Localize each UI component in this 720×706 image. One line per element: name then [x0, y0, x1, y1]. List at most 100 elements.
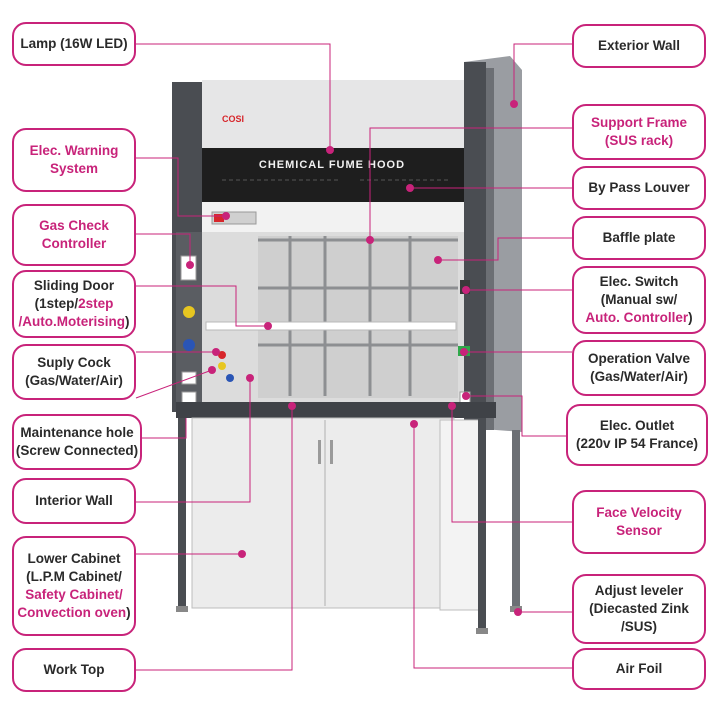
callout-line: (Manual sw/	[601, 291, 678, 309]
callout-line: Maintenance hole	[20, 424, 133, 442]
callout-text: Face Velocity	[596, 505, 682, 520]
leader-baffle	[438, 237, 572, 261]
cabinet-handle-right	[330, 440, 333, 464]
leader-interior-wall	[136, 378, 251, 503]
right-leg	[478, 418, 486, 630]
callout-line: Lamp (16W LED)	[20, 35, 127, 53]
callout-line: /Auto.Moterising)	[19, 313, 130, 331]
callout-line: Auto. Controller)	[585, 309, 692, 327]
lower-cabinet-body	[191, 417, 455, 609]
callout-line: (SUS rack)	[605, 132, 673, 150]
callout-line: Suply Cock	[37, 354, 111, 372]
leader-maintenance	[136, 418, 187, 439]
callout-text: Gas Check	[39, 218, 109, 233]
baffle-panel	[258, 236, 458, 398]
callout-text: )	[125, 314, 130, 329]
callout-line: (220v IP 54 France)	[576, 435, 698, 453]
cabinet-side	[439, 419, 481, 611]
callout-text: (Gas/Water/Air)	[25, 373, 123, 388]
sliding-door-handle	[205, 321, 457, 331]
callout-line: Controller	[42, 235, 107, 253]
callout-suply-cock: Suply Cock (Gas/Water/Air)	[12, 344, 136, 400]
callout-line: Elec. Switch	[600, 273, 679, 291]
callout-text: (L.P.M Cabinet/	[26, 569, 122, 584]
callout-line: Support Frame	[591, 114, 687, 132]
callout-text: Work Top	[43, 662, 105, 677]
callout-text: (Gas/Water/Air)	[590, 369, 688, 384]
callout-text: 2step	[78, 296, 114, 311]
leader-lines	[135, 43, 572, 671]
leader-sliding-door	[136, 285, 268, 327]
callout-text: (SUS rack)	[604, 133, 674, 148]
callout-text: )	[688, 310, 693, 325]
cock-blue	[226, 374, 234, 382]
callout-text: (Diecasted Zink	[589, 601, 689, 616]
callout-text: (220v IP 54 France)	[575, 436, 699, 451]
top-panel	[202, 80, 464, 148]
callout-line: (Screw Connected)	[16, 442, 138, 460]
callout-text: )	[126, 605, 131, 620]
callout-text: Adjust leveler	[594, 583, 684, 598]
callout-maintenance-hole: Maintenance hole (Screw Connected)	[12, 414, 142, 470]
callout-elec-outlet: Elec. Outlet (220v IP 54 France)	[566, 404, 708, 466]
callout-line: Safety Cabinet/	[25, 586, 123, 604]
leader-suply-cock-2	[135, 369, 213, 399]
callout-by-pass-louver: By Pass Louver	[572, 166, 706, 210]
left-leg	[178, 418, 186, 610]
callout-text: System	[49, 161, 99, 176]
callout-work-top: Work Top	[12, 648, 136, 692]
callout-text: Sensor	[616, 523, 662, 538]
callout-operation-valve: Operation Valve(Gas/Water/Air)	[572, 340, 706, 396]
callout-exterior-wall: Exterior Wall	[572, 24, 706, 68]
callout-text: By Pass Louver	[588, 180, 690, 195]
callout-line: Exterior Wall	[598, 37, 680, 55]
callout-line: Adjust leveler	[595, 582, 684, 600]
leader-exterior-wall	[513, 43, 572, 104]
callout-line: System	[50, 160, 98, 178]
leader-gas-check	[136, 233, 191, 265]
callout-text: Air Foil	[615, 661, 663, 676]
callout-text: Maintenance hole	[20, 425, 134, 440]
sign-text: CHEMICAL FUME HOOD	[259, 159, 405, 171]
callout-line: Work Top	[44, 661, 105, 679]
callout-interior-wall: Interior Wall	[12, 478, 136, 524]
yellow-knob	[183, 306, 195, 318]
callout-line: (Diecasted Zink	[589, 600, 689, 618]
callout-line: (L.P.M Cabinet/	[26, 568, 122, 586]
callout-text: Controller	[41, 236, 107, 251]
callout-text: Auto. Controller	[585, 310, 689, 325]
callout-line: Elec. Warning	[30, 142, 119, 160]
callout-text: Interior Wall	[35, 493, 113, 508]
callout-line: Gas Check	[39, 217, 109, 235]
callout-adjust-leveler: Adjust leveler(Diecasted Zink/SUS)	[572, 574, 706, 644]
callout-line: (Gas/Water/Air)	[590, 368, 688, 386]
callout-line: Sensor	[616, 522, 662, 540]
callout-text: Elec. Warning	[29, 143, 119, 158]
callout-line: Operation Valve	[588, 350, 690, 368]
callout-baffle-plate: Baffle plate	[572, 216, 706, 260]
callout-sliding-door: Sliding Door(1step/2step/Auto.Moterising…	[12, 270, 136, 338]
work-top-slab	[176, 402, 496, 418]
leader-air-foil	[413, 424, 572, 669]
callout-support-frame: Support Frame(SUS rack)	[572, 104, 706, 160]
callout-text: Baffle plate	[602, 230, 676, 245]
blue-knob	[183, 339, 195, 351]
warning-lamp	[214, 214, 224, 222]
callout-elec-switch: Elec. Switch(Manual sw/Auto. Controller)	[572, 266, 706, 334]
right-frame-column	[464, 62, 486, 432]
leveler-left	[176, 606, 188, 612]
callout-line: Convection oven)	[17, 604, 130, 622]
leader-face-velocity	[451, 406, 572, 523]
callout-line: Lower Cabinet	[27, 550, 120, 568]
callout-text: Suply Cock	[37, 355, 111, 370]
leader-support-frame	[369, 127, 572, 240]
callout-line: Interior Wall	[35, 492, 113, 510]
callout-text: Lower Cabinet	[27, 551, 121, 566]
callout-text: (Screw Connected)	[15, 443, 139, 458]
callout-line: Baffle plate	[603, 229, 676, 247]
callout-line: Sliding Door	[34, 277, 114, 295]
callout-text: Elec. Outlet	[599, 418, 675, 433]
